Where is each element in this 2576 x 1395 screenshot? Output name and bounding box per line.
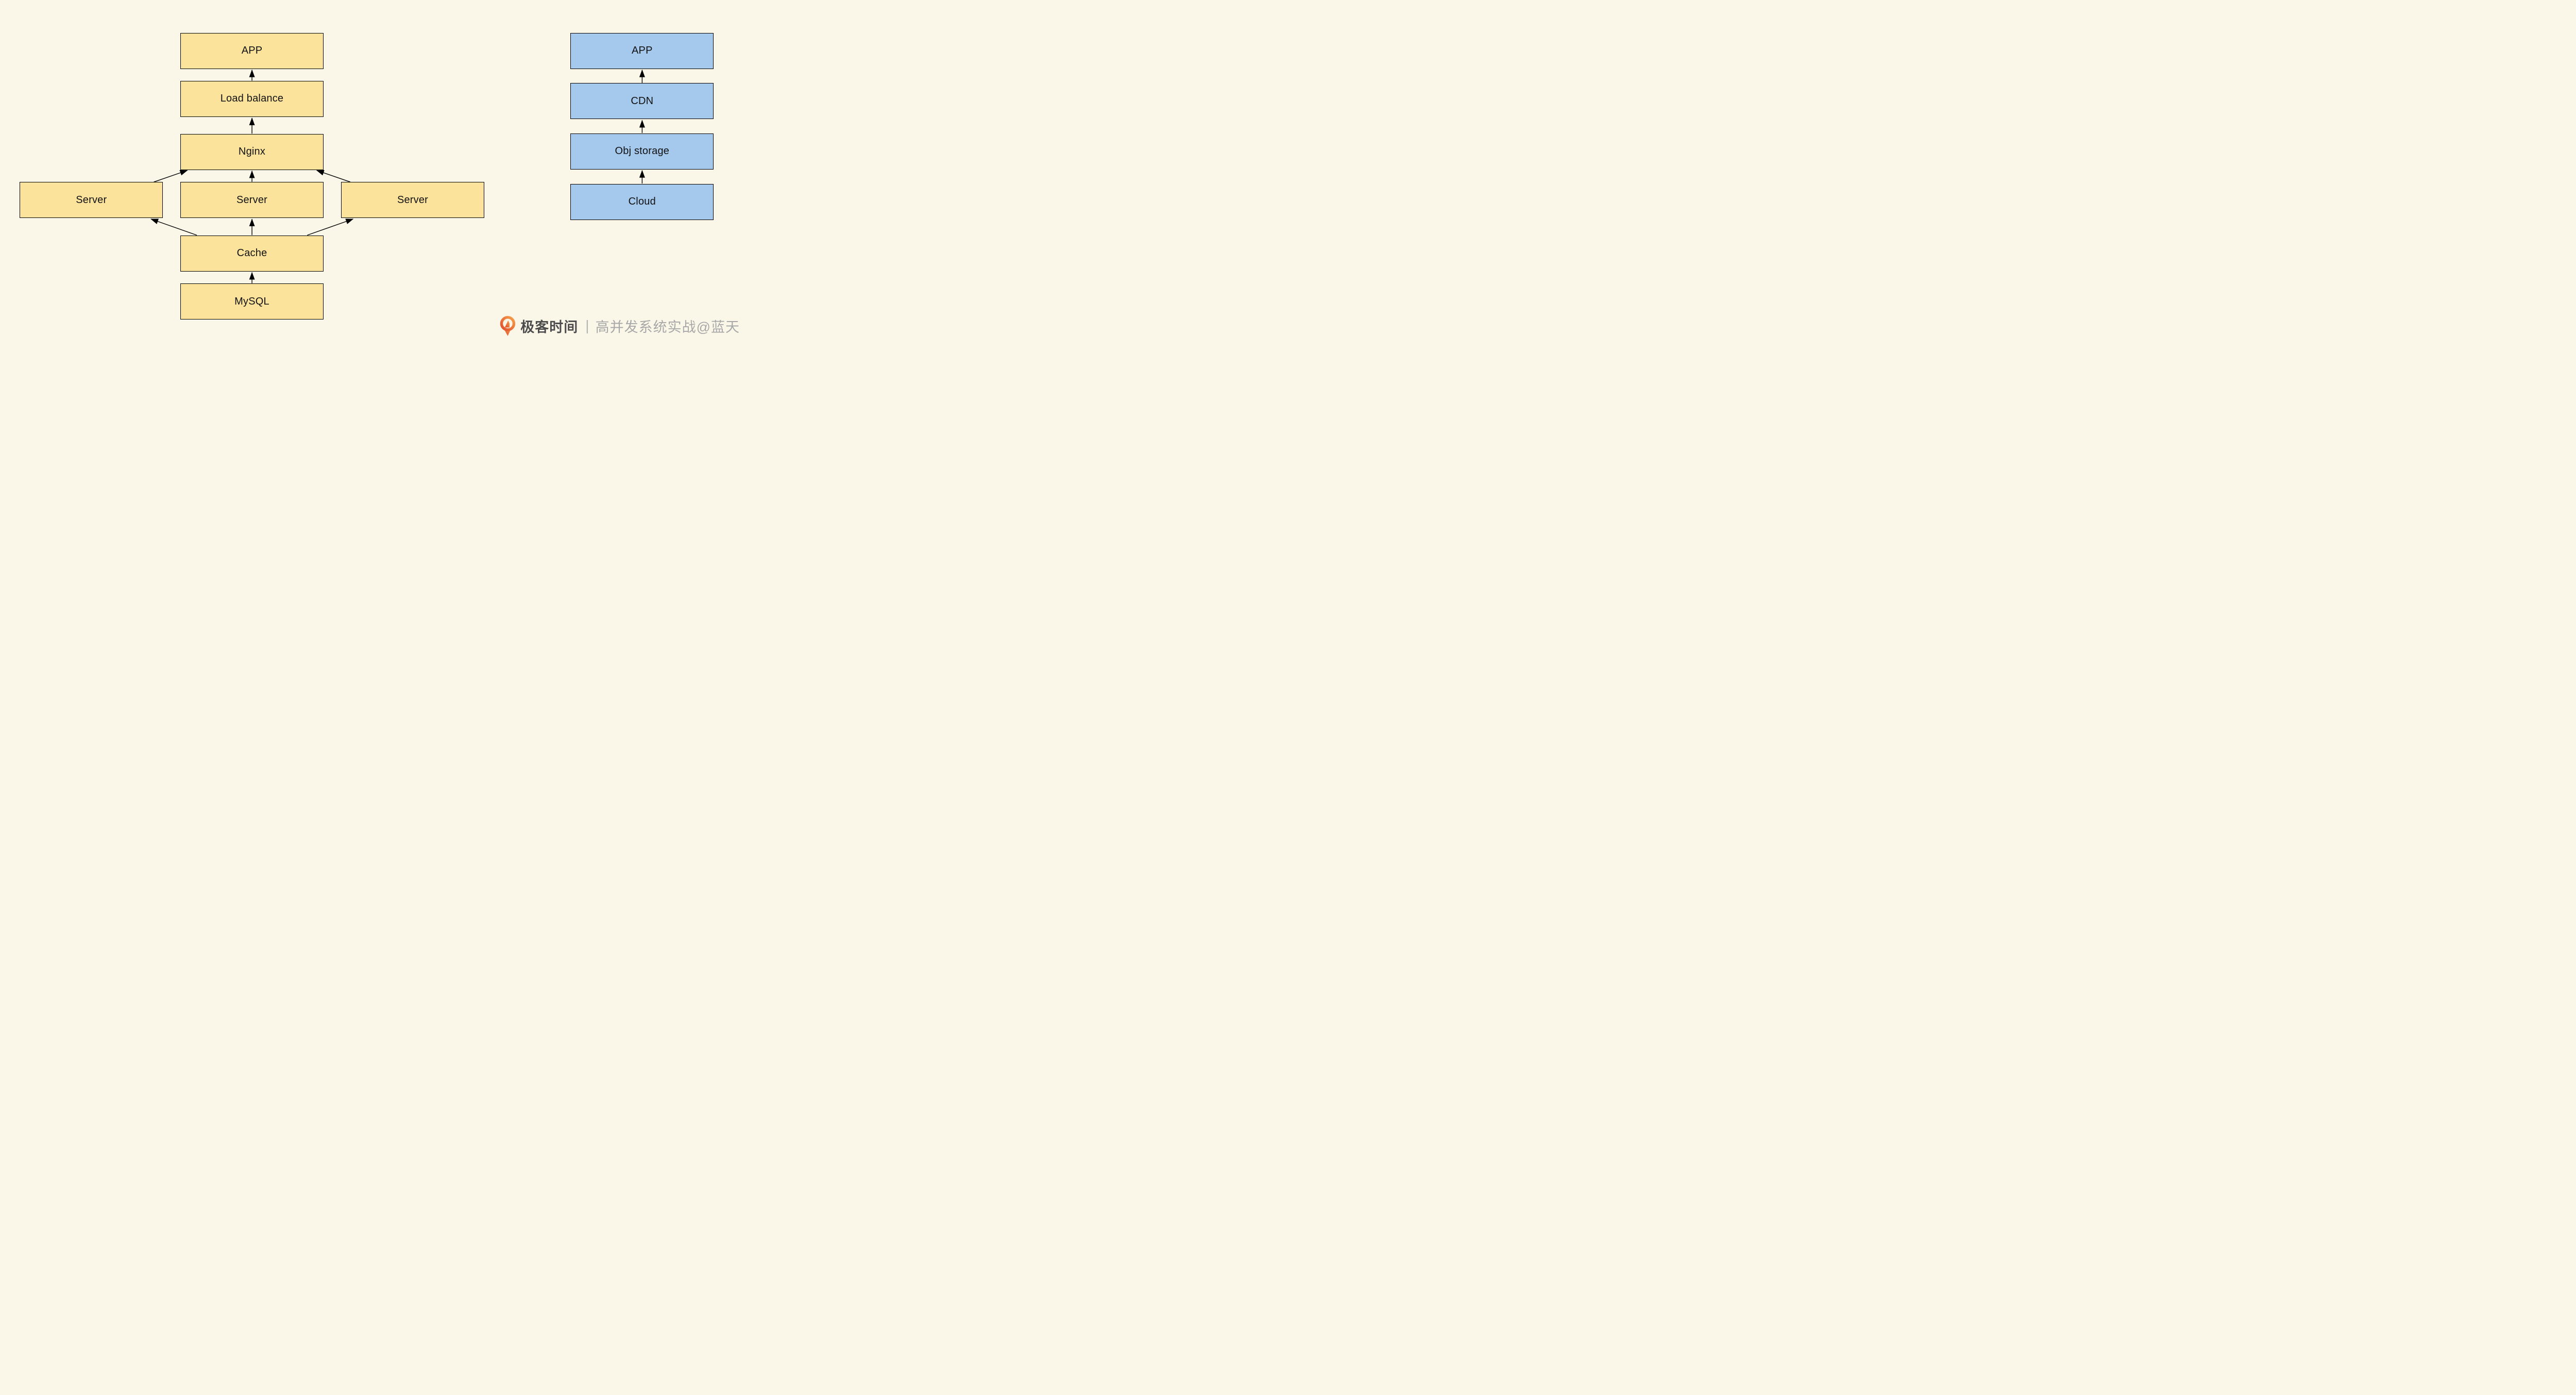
node-server-right-label: Server xyxy=(397,194,429,206)
arrow-cache-to-serverleft xyxy=(150,219,197,236)
node-app-left-label: APP xyxy=(241,45,263,56)
node-server-middle-label: Server xyxy=(236,194,268,206)
node-server-middle: Server xyxy=(180,182,324,218)
node-app-left: APP xyxy=(180,32,324,69)
arrow-serverleft-to-nginx xyxy=(154,170,188,182)
diagram-canvas: APP Load balance Nginx Server Server Ser… xyxy=(0,0,754,349)
node-mysql-label: MySQL xyxy=(234,295,269,307)
watermark: 极客时间 | 高并发系统实战@蓝天 xyxy=(500,314,740,337)
node-app-right-label: APP xyxy=(631,45,653,56)
node-cdn-label: CDN xyxy=(631,95,654,107)
node-cloud-label: Cloud xyxy=(628,196,656,207)
node-obj-storage-label: Obj storage xyxy=(615,145,670,157)
node-mysql: MySQL xyxy=(180,283,324,320)
node-nginx-label: Nginx xyxy=(238,146,266,157)
arrow-cache-to-serverright xyxy=(307,219,354,236)
watermark-brand-text: 极客时间 xyxy=(520,319,579,335)
node-cache: Cache xyxy=(180,235,324,272)
node-app-right: APP xyxy=(570,32,714,69)
node-cache-label: Cache xyxy=(236,247,267,259)
node-cdn: CDN xyxy=(570,83,714,120)
node-server-right: Server xyxy=(341,182,484,218)
watermark-course-text: 高并发系统实战@蓝天 xyxy=(595,319,740,335)
node-load-balance: Load balance xyxy=(180,80,324,117)
geektime-logo-icon xyxy=(500,315,516,336)
watermark-divider: | xyxy=(585,317,589,333)
node-load-balance-label: Load balance xyxy=(220,93,284,105)
node-server-left-label: Server xyxy=(76,194,107,206)
node-obj-storage: Obj storage xyxy=(570,133,714,170)
arrow-serverright-to-nginx xyxy=(316,170,351,182)
node-cloud: Cloud xyxy=(570,183,714,220)
node-server-left: Server xyxy=(20,182,163,218)
node-nginx: Nginx xyxy=(180,133,324,170)
